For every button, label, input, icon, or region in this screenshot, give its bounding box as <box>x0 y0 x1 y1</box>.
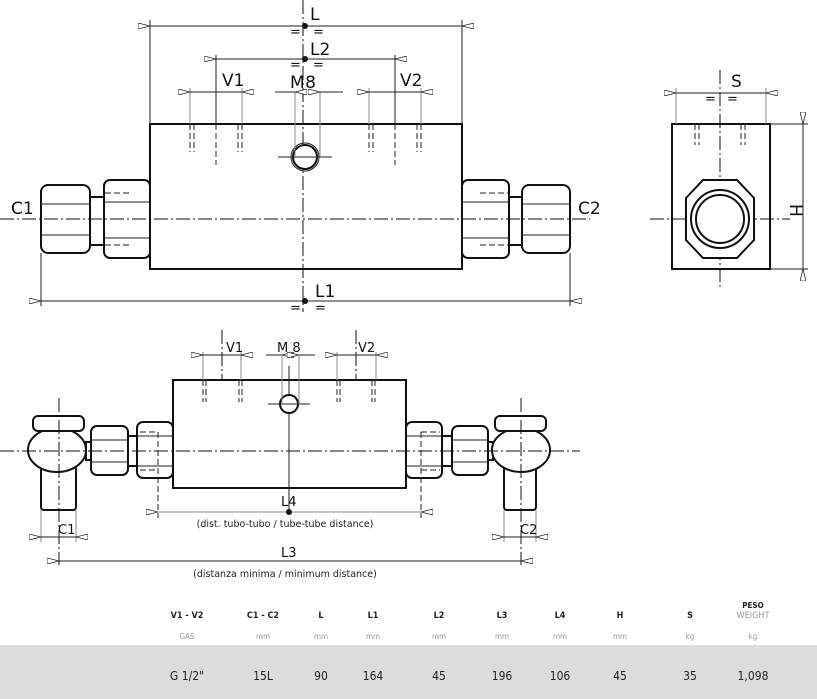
header-weight-en: WEIGHT <box>736 611 770 621</box>
unit: mm <box>313 632 329 641</box>
label-M8-bottom: M 8 <box>277 341 301 356</box>
svg-text:=: = <box>705 92 716 107</box>
coupling-left <box>89 196 105 246</box>
label-L2: L2 <box>310 40 330 60</box>
technical-drawing: L = = L2 = = V1 V2 M8 L1 = = C1 C2 <box>0 0 808 580</box>
table-value-row <box>0 645 817 699</box>
header-s: S <box>687 611 693 621</box>
unit: mm <box>552 632 568 641</box>
top-view: L = = L2 = = V1 V2 M8 L1 = = C1 C2 <box>0 0 601 316</box>
unit: GAS <box>179 632 195 641</box>
label-L: L <box>310 5 320 25</box>
label-V2-bottom: V2 <box>358 341 375 356</box>
spec-table: V1 - V2 C1 - C2 L L1 L2 L3 L4 H S PESO W… <box>0 594 817 699</box>
header-l1: L1 <box>367 611 379 621</box>
coupling-right <box>508 196 523 246</box>
value-v1-v2: G 1/2" <box>169 669 205 683</box>
header-weight: PESO WEIGHT <box>737 600 770 622</box>
header-l2: L2 <box>433 611 445 621</box>
label-L1: L1 <box>315 282 335 302</box>
header-l3: L3 <box>496 611 508 621</box>
svg-text:=: = <box>727 92 738 107</box>
port-hidden-lines <box>694 124 746 145</box>
banjo-left <box>27 427 87 473</box>
side-view: S = = H <box>650 70 808 290</box>
header-c1-c2: C1 - C2 <box>246 611 280 621</box>
label-V1-bottom: V1 <box>226 341 243 356</box>
label-C1-bottom: C1 <box>58 523 75 538</box>
unit: mm <box>612 632 628 641</box>
port-hidden-lines <box>202 380 376 402</box>
label-L4: L4 <box>281 495 297 510</box>
label-M8: M8 <box>290 73 316 93</box>
header-v1-v2: V1 - V2 <box>170 611 204 621</box>
value-l2: 45 <box>432 669 446 683</box>
header-h: H <box>616 611 624 621</box>
svg-text:=: = <box>313 58 324 73</box>
label-C2: C2 <box>578 199 601 219</box>
unit: kg <box>685 632 695 641</box>
label-C1: C1 <box>11 199 34 219</box>
value-c1-c2: 15L <box>253 669 273 683</box>
label-H: H <box>785 204 805 217</box>
note-L3: (distanza minima / minimum distance) <box>193 569 377 580</box>
unit: mm <box>255 632 271 641</box>
unit: mm <box>494 632 510 641</box>
unit: kg <box>748 632 758 641</box>
label-L3: L3 <box>281 546 297 561</box>
header-l4: L4 <box>554 611 566 621</box>
value-l4: 106 <box>549 669 571 683</box>
value-s: 35 <box>683 669 697 683</box>
value-l1: 164 <box>362 669 384 683</box>
bottom-view: V1 V2 M 8 L4 (dist. tubo-tubo / tube-tub… <box>0 330 580 580</box>
value-l3: 196 <box>491 669 513 683</box>
svg-text:=: = <box>315 301 326 316</box>
svg-text:=: = <box>290 58 301 73</box>
note-L4: (dist. tubo-tubo / tube-tube distance) <box>197 519 374 530</box>
label-V1: V1 <box>222 71 244 91</box>
port-hidden-lines <box>189 124 422 165</box>
svg-text:=: = <box>313 25 324 40</box>
value-weight: 1,098 <box>737 669 769 683</box>
value-h: 45 <box>613 669 627 683</box>
label-C2-bottom: C2 <box>520 523 537 538</box>
label-V2: V2 <box>400 71 422 91</box>
label-S: S <box>731 72 742 92</box>
header-l: L <box>318 611 324 621</box>
header-peso: PESO <box>742 601 764 610</box>
svg-text:=: = <box>290 301 301 316</box>
value-l: 90 <box>314 669 328 683</box>
svg-text:=: = <box>290 25 301 40</box>
unit: mm <box>431 632 447 641</box>
unit: mm <box>365 632 381 641</box>
